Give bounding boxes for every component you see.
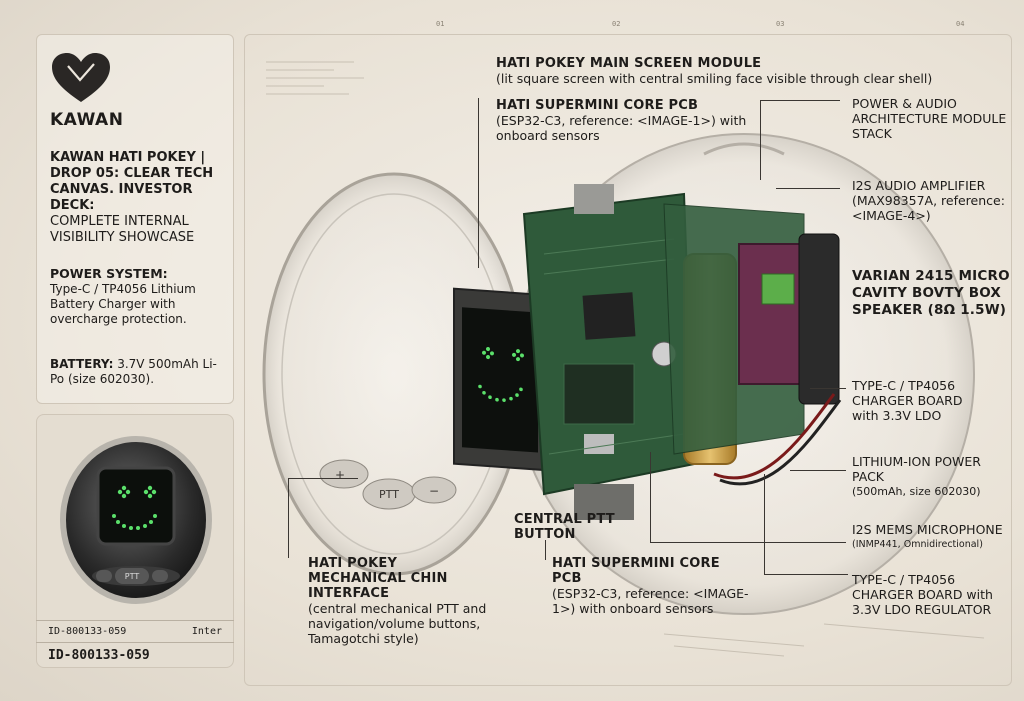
callout-heading: HATI POKEY MAIN SCREEN MODULE xyxy=(496,56,762,71)
speaker-box xyxy=(798,233,840,405)
ptt-button-label[interactable]: PTT xyxy=(379,488,399,501)
leader-line xyxy=(810,388,846,389)
tick-label: 04 xyxy=(956,20,965,28)
battery-heading: BATTERY: xyxy=(50,357,114,371)
callout-body: with 3.3V LDO xyxy=(852,408,942,423)
callout-lithium: LITHIUM-ION POWER PACK (500mAh, size 602… xyxy=(852,454,1016,499)
callout-body: (central mechanical PTT and navigation/v… xyxy=(308,601,487,646)
info-panel xyxy=(36,34,234,404)
core-pcb xyxy=(522,184,696,520)
leader-line xyxy=(764,474,765,574)
battery-spec: BATTERY: 3.7V 500mAh Li-Po (size 602030)… xyxy=(50,357,230,387)
callout-heading: VARIAN 2415 MICRO CAVITY BOVTY BOX SPEAK… xyxy=(852,268,1010,318)
callout-heading: HATI SUPERMINI CORE PCB xyxy=(496,98,699,113)
chin-buttons xyxy=(319,459,457,510)
heart-icon xyxy=(52,53,110,102)
exploded-device-illustration xyxy=(262,61,985,657)
screen-module xyxy=(453,287,547,472)
exploded-view-frame xyxy=(244,34,1012,686)
callout-heading: TYPE-C / TP4056 CHARGER BOARD xyxy=(852,378,963,408)
callout-heading: HATI POKEY MECHANICAL CHIN INTERFACE xyxy=(308,556,448,601)
tick-label: 02 xyxy=(612,20,621,28)
power-system-heading: POWER SYSTEM: xyxy=(50,266,168,281)
minus-button-label[interactable]: − xyxy=(428,484,440,498)
callout-body: (lit square screen with central smiling … xyxy=(496,71,933,86)
callout-heading: CENTRAL PTT BUTTON xyxy=(514,512,615,542)
tick-label: 03 xyxy=(776,20,785,28)
thumbnail-ptt-button[interactable]: PTT xyxy=(115,568,149,584)
callout-charger-bottom: TYPE-C / TP4056 CHARGER BOARD with 3.3V … xyxy=(852,572,1016,617)
leader-line xyxy=(650,542,846,543)
callout-ptt: CENTRAL PTT BUTTON xyxy=(514,512,624,542)
callout-speaker: VARIAN 2415 MICRO CAVITY BOVTY BOX SPEAK… xyxy=(852,268,1016,319)
tick-label: 01 xyxy=(436,20,445,28)
battery-body: 3.7V 500mAh Li-Po (size 602030). xyxy=(50,357,217,386)
leader-line xyxy=(760,100,761,180)
callout-body: (MAX98357A, reference: <IMAGE-4>) xyxy=(852,193,1005,223)
deck-title: KAWAN HATI POKEY | DROP 05: CLEAR TECH C… xyxy=(50,150,214,213)
brand-name: KAWAN xyxy=(50,110,124,130)
screw-terminal xyxy=(761,273,795,305)
callout-core-pcb-bottom: HATI SUPERMINI CORE PCB (ESP32-C3, refer… xyxy=(552,556,752,616)
callout-charger-top: TYPE-C / TP4056 CHARGER BOARD with 3.3V … xyxy=(852,378,1016,423)
leader-line xyxy=(650,452,651,542)
leader-line xyxy=(760,100,840,101)
callout-core-pcb-top: HATI SUPERMINI CORE PCB (ESP32-C3, refer… xyxy=(496,98,786,143)
plus-button-label[interactable]: + xyxy=(334,468,346,482)
callout-body: (INMP441, Omnidirectional) xyxy=(852,539,983,550)
callout-heading: I2S AUDIO AMPLIFIER xyxy=(852,178,986,193)
callout-heading: LITHIUM-ION POWER PACK xyxy=(852,454,981,484)
callout-main-screen: HATI POKEY MAIN SCREEN MODULE (lit squar… xyxy=(496,56,996,86)
wire-red xyxy=(713,393,836,480)
id-small: ID-800133-059 xyxy=(48,626,127,637)
callout-body: (500mAh, size 602030) xyxy=(852,485,981,498)
callout-mems: I2S MEMS MICROPHONE (INMP441, Omnidirect… xyxy=(852,522,1016,552)
id-tag: Inter xyxy=(191,626,222,637)
id-large: ID-800133-059 xyxy=(36,642,234,668)
callout-body: (ESP32-C3, reference: <IMAGE-1>) with on… xyxy=(552,586,749,616)
callout-i2s-amp: I2S AUDIO AMPLIFIER (MAX98357A, referenc… xyxy=(852,178,1016,223)
callout-heading: I2S MEMS MICROPHONE xyxy=(852,522,1003,537)
callout-heading: HATI SUPERMINI CORE PCB xyxy=(552,556,720,586)
leader-line xyxy=(790,470,846,471)
leader-line xyxy=(776,188,840,189)
device-thumbnail xyxy=(60,436,212,604)
leader-line xyxy=(288,478,289,558)
deck-subtitle: COMPLETE INTERNAL VISIBILITY SHOWCASE xyxy=(50,214,195,245)
leader-line xyxy=(764,574,848,575)
callout-power-audio: POWER & AUDIO ARCHITECTURE MODULE STACK xyxy=(852,96,1012,141)
background-code-lines xyxy=(266,61,364,95)
callout-body: (ESP32-C3, reference: <IMAGE-1>) with on… xyxy=(496,113,747,143)
leader-line xyxy=(288,478,358,479)
side-margin-notes xyxy=(12,40,26,220)
callout-chin: HATI POKEY MECHANICAL CHIN INTERFACE (ce… xyxy=(308,556,548,646)
thumbnail-minus-button[interactable] xyxy=(96,570,112,582)
leader-line xyxy=(545,540,546,560)
i2s-amplifier xyxy=(738,243,810,385)
wire-black xyxy=(719,399,842,486)
leader-line xyxy=(478,98,479,268)
power-system-body: Type-C / TP4056 Lithium Battery Charger … xyxy=(50,282,196,326)
callout-heading: TYPE-C / TP4056 CHARGER BOARD with 3.3V … xyxy=(852,572,993,617)
id-row: ID-800133-059 Inter xyxy=(36,620,234,642)
thumbnail-plus-button[interactable] xyxy=(152,570,168,582)
callout-heading: POWER & AUDIO ARCHITECTURE MODULE STACK xyxy=(852,96,1007,141)
